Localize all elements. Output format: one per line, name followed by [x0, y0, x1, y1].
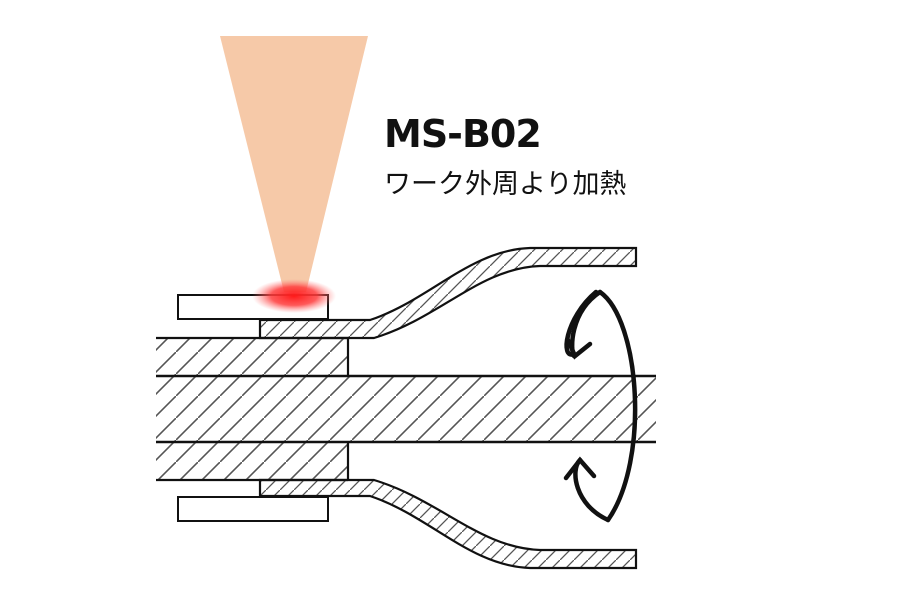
upper-sleeve	[156, 338, 348, 376]
center-shaft	[156, 376, 656, 442]
upper-tube-wall	[258, 246, 638, 340]
model-title: MS-B02	[384, 112, 542, 156]
laser-beam	[220, 36, 368, 292]
model-subtitle: ワーク外周より加熱	[384, 169, 627, 200]
heat-spot	[252, 279, 336, 313]
rotation-arrow-icon	[563, 289, 638, 523]
lower-sleeve	[156, 442, 348, 480]
lower-tube-wall	[258, 478, 638, 570]
lower-clamp-bar	[177, 496, 329, 522]
